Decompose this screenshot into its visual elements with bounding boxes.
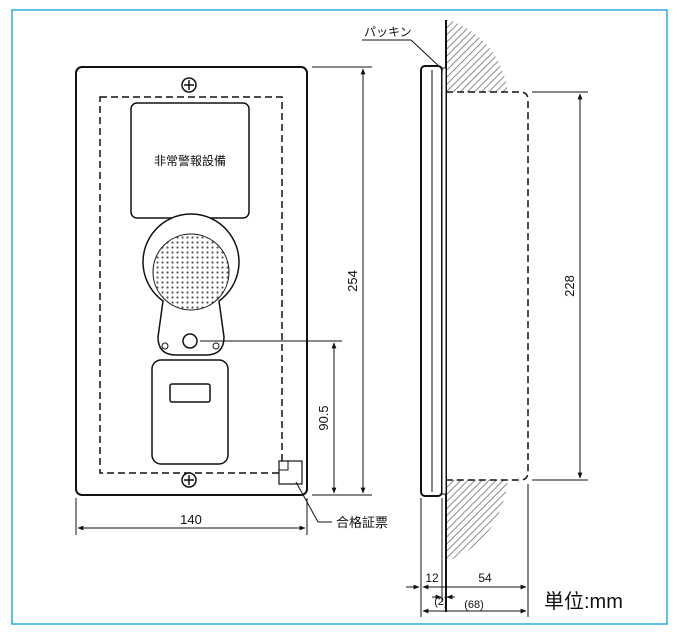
dim-total-depth: (68) [464, 599, 484, 611]
dim-box-depth: 54 [478, 571, 492, 585]
speaker-grille [153, 234, 229, 310]
cert-label: 合格証票 [336, 515, 388, 530]
dim-flange-thickness: 12 [425, 571, 439, 585]
dim-height-front: 254 [345, 270, 360, 292]
side-view [420, 20, 529, 612]
push-button [151, 359, 229, 465]
front-dimensions [75, 66, 372, 535]
speaker-ring [152, 233, 230, 311]
wall-hatch-bottom [447, 480, 508, 560]
button-window [169, 383, 211, 403]
side-dimensions [406, 91, 588, 617]
dim-width-front: 140 [180, 512, 202, 527]
screw-icon-top [181, 77, 197, 93]
dim-button-height: 90.5 [316, 405, 331, 430]
dim-height-box: 228 [562, 275, 577, 297]
test-hole [182, 333, 198, 349]
screw-icon-bottom [181, 472, 197, 488]
back-box [446, 91, 529, 481]
gasket [441, 67, 447, 495]
wall-hatch-top [447, 20, 508, 92]
packing-label: パッキン [364, 25, 412, 39]
unit-label: 単位:mm [544, 590, 623, 613]
panel-label: 非常警報設備 [154, 153, 226, 168]
frame-border [11, 9, 668, 625]
dim-gasket: (2) [434, 596, 447, 608]
front-view: 非常警報設備 [75, 66, 308, 496]
cert-sticker [278, 460, 303, 485]
